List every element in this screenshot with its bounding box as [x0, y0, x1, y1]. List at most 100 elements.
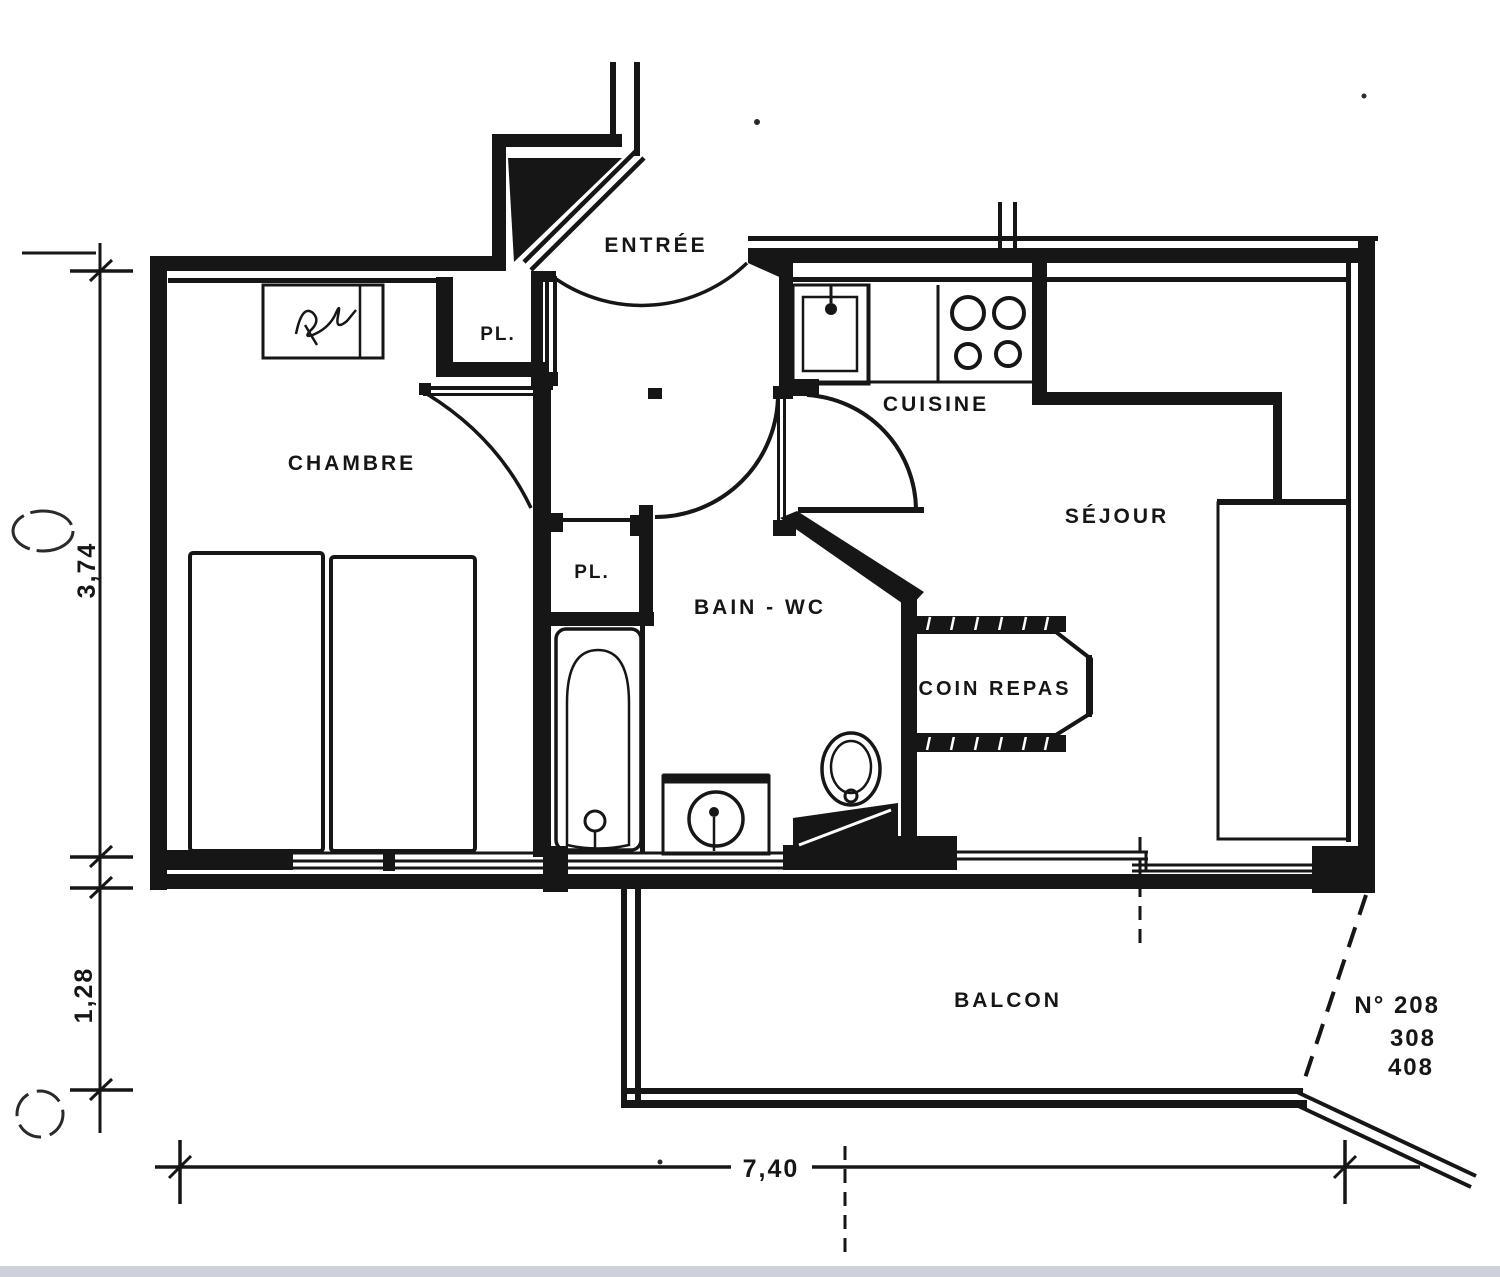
bathtub-rim — [554, 627, 643, 852]
wall-top-left-inner-line — [168, 278, 438, 283]
sejour-furniture-unit — [1216, 501, 1350, 841]
washbasin-counter-back-edge — [662, 773, 770, 784]
wall-bottom-seg1 — [165, 850, 293, 870]
wall-bottom-mullion — [383, 850, 395, 871]
bed-left — [188, 551, 325, 853]
dim-tick-right-slash — [1332, 1154, 1358, 1180]
paper-artifacts — [0, 93, 1500, 1277]
jamb-closet-hall-right — [630, 515, 651, 536]
scan-edge-strip — [0, 1266, 1500, 1277]
dim-tick-top-slash — [88, 258, 114, 283]
door-sejour-closed-line-a — [777, 393, 780, 533]
wall-entry-alcove-vertical — [492, 138, 506, 268]
closet-entry-wall-left — [436, 277, 453, 375]
entry-door-shade-triangle — [508, 158, 622, 262]
wall-bain-diagonal — [780, 511, 924, 608]
wall-entry-alcove-horizontal — [492, 134, 622, 147]
label-placard-entree: PL. — [480, 324, 516, 345]
closet-hall-wall-bottom — [533, 612, 654, 626]
wall-entry-passage-right — [634, 62, 640, 156]
wardrobe — [261, 283, 385, 360]
walls — [150, 62, 1378, 1108]
toilet-bowl-outer — [820, 731, 882, 807]
bathtub-basin — [565, 648, 631, 850]
apartment-number-1: N° 208 — [1354, 992, 1440, 1019]
wall-bottom-wc-step — [883, 836, 957, 852]
door-chambre-leaf-line-a — [423, 386, 533, 390]
washbasin-faucet-icon — [709, 807, 719, 817]
dim-tick-bottom-slash — [88, 1077, 114, 1102]
dining-bench-bottom — [913, 735, 1066, 752]
labels: ENTRÉE PL. CHAMBRE CUISINE SÉJOUR PL. BA… — [70, 234, 1440, 1183]
wall-bottom-outer — [150, 874, 1375, 889]
wardrobe-annotation-scribble — [294, 307, 357, 346]
entry-door-leaf-a — [522, 148, 639, 264]
wall-kitchen-top-left-end — [748, 248, 786, 280]
door-chambre-leaf-line-b — [423, 393, 533, 396]
label-balcon: BALCON — [954, 989, 1062, 1012]
chambre-door-swing-arc — [426, 392, 533, 509]
balcony-wall-left-b — [635, 889, 641, 1105]
entry-door-leaf-b — [529, 156, 646, 272]
door-sejour-open-leaf — [798, 507, 924, 513]
window-chambre-right — [395, 851, 543, 870]
wall-top-left — [150, 256, 506, 271]
dining-bench-bottom-hatch — [925, 735, 1050, 751]
counter-front-edge-line — [790, 277, 1346, 282]
wall-entry-passage-left — [610, 62, 616, 140]
jamb-closet-hall-left — [548, 513, 563, 532]
wall-top-right-outer-line — [748, 236, 1378, 241]
fixtures — [188, 283, 1350, 856]
wall-left-exterior — [150, 256, 167, 890]
dimension-lines — [22, 243, 1420, 1204]
apartment-number-3: 408 — [1388, 1054, 1434, 1081]
label-coin-repas: COIN REPAS — [919, 678, 1072, 700]
balcony-wall-left-a — [621, 889, 627, 1105]
bathtub-drain-icon — [583, 809, 607, 833]
window-chambre-left — [293, 851, 383, 870]
label-bain-wc: BAIN - WC — [694, 596, 826, 619]
wall-kitchen-left-stub — [779, 262, 793, 384]
hole-punch-bottom — [15, 1089, 65, 1139]
partition-hall-line-b — [553, 276, 557, 380]
dim-label-balcon: 1,28 — [70, 967, 98, 1024]
kitchen-faucet-icon — [825, 303, 837, 315]
sliding-door-panel-right — [1132, 863, 1312, 873]
dim-tick-mid-a-slash — [88, 844, 114, 869]
bain-door-swing-arc — [654, 393, 780, 519]
vent-pipe-line-right — [1013, 202, 1017, 252]
toilet-bowl-inner — [829, 739, 873, 795]
label-cuisine: CUISINE — [883, 393, 989, 416]
wall-kitchen-right — [1032, 262, 1047, 400]
wall-bain-east-lower — [901, 596, 917, 858]
label-sejour: SÉJOUR — [1065, 505, 1169, 528]
dim-label-vertical: 3,74 — [73, 542, 101, 599]
dim-label-horizontal: 7,40 — [743, 1155, 800, 1183]
closet-entry-wall-right — [531, 271, 543, 377]
toilet-drain-icon — [843, 788, 859, 804]
jamb-chambre-door-left — [419, 383, 431, 395]
balcony-diagonal-line-b — [1291, 1101, 1472, 1189]
wall-right-exterior — [1358, 236, 1375, 893]
dining-bench-top-hatch — [925, 616, 1050, 632]
closet-entry-wall-bottom — [436, 362, 545, 377]
jamb-bain-door-hinge — [648, 388, 662, 399]
doors — [426, 148, 918, 519]
label-placard-couloir: PL. — [574, 562, 610, 583]
washbasin-bowl — [687, 790, 745, 848]
stove-burner-4 — [994, 340, 1022, 368]
closet-hall-front-line — [553, 518, 641, 522]
dim-tick-mid-b-slash — [88, 875, 114, 900]
stove-burner-2 — [992, 296, 1026, 330]
dim-tick-left-slash — [167, 1154, 193, 1180]
stove-burner-1 — [950, 295, 986, 331]
door-sejour-closed-line-b — [783, 393, 786, 533]
balcony-diagonal-line-a — [1296, 1090, 1477, 1178]
bed-right — [329, 555, 477, 853]
stove-burner-3 — [954, 342, 982, 370]
toilet-tank-highlight — [798, 808, 892, 847]
hole-punch-top — [11, 509, 75, 553]
speck-2 — [1361, 93, 1367, 99]
